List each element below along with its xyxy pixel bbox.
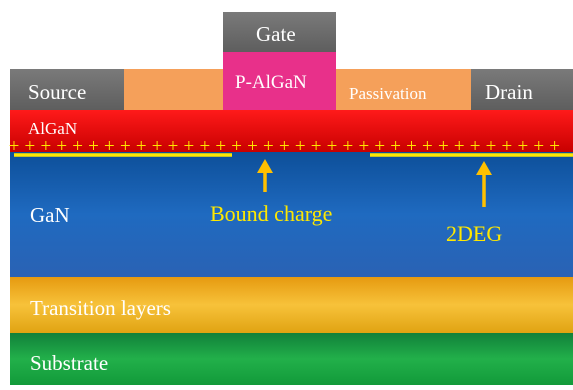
bound-charge-plus: +: [247, 136, 258, 157]
bound-charge-plus: +: [406, 136, 417, 157]
bound-charge-label: Bound charge: [210, 201, 332, 226]
bound-charge-plus: +: [374, 136, 385, 157]
bound-charge-plus: +: [25, 136, 36, 157]
gate-label: Gate: [256, 22, 296, 46]
p-algan-label: P-AlGaN: [235, 72, 307, 93]
bound-charge-plus: +: [56, 136, 67, 157]
bound-charge-plus: +: [168, 136, 179, 157]
p-algan-layer: [223, 52, 336, 110]
algan-layer: [10, 110, 573, 152]
bound-charge-plus: +: [470, 136, 481, 157]
drain-electrode: [471, 69, 573, 110]
bound-charge-plus: +: [279, 136, 290, 157]
algan-label: AlGaN: [28, 119, 77, 138]
bound-charge-plus: +: [438, 136, 449, 157]
bound-charge-plus: +: [549, 136, 560, 157]
bound-charge-plus: +: [454, 136, 465, 157]
drain-label: Drain: [485, 80, 533, 104]
bound-charge-plus: +: [199, 136, 210, 157]
bound-charge-plus: +: [295, 136, 306, 157]
bound-charge-plus: +: [152, 136, 163, 157]
2deg-label: 2DEG: [446, 221, 502, 246]
bound-charge-plus: +: [263, 136, 274, 157]
gate-electrode: [223, 12, 336, 52]
substrate-layer: [10, 333, 573, 385]
bound-charge-plus: +: [533, 136, 544, 157]
bound-charge-plus: +: [88, 136, 99, 157]
bound-charge-plus-row: +++++++++++++++++++++++++++++++++++: [9, 136, 560, 157]
bound-charge-plus: +: [517, 136, 528, 157]
gan-label: GaN: [30, 203, 70, 227]
bound-charge-plus: +: [9, 136, 20, 157]
bound-charge-plus: +: [486, 136, 497, 157]
bound-charge-plus: +: [40, 136, 51, 157]
2deg-arrow: [476, 161, 492, 207]
source-label: Source: [28, 80, 86, 104]
bound-charge-plus: +: [184, 136, 195, 157]
bound-charge-plus: +: [327, 136, 338, 157]
bound-charge-plus: +: [358, 136, 369, 157]
bound-charge-plus: +: [104, 136, 115, 157]
bound-charge-plus: +: [215, 136, 226, 157]
passivation-label: Passivation: [349, 84, 427, 103]
transition-label: Transition layers: [30, 296, 171, 320]
transition-layer: [10, 277, 573, 333]
bound-charge-arrow: [257, 159, 273, 192]
source-electrode: [10, 69, 124, 110]
bound-charge-plus: +: [502, 136, 513, 157]
bound-charge-plus: +: [311, 136, 322, 157]
substrate-label: Substrate: [30, 351, 108, 375]
bound-charge-plus: +: [136, 136, 147, 157]
bound-charge-plus: +: [390, 136, 401, 157]
bound-charge-plus: +: [120, 136, 131, 157]
bound-charge-plus: +: [231, 136, 242, 157]
bound-charge-plus: +: [422, 136, 433, 157]
bound-charge-plus: +: [343, 136, 354, 157]
bound-charge-plus: +: [72, 136, 83, 157]
